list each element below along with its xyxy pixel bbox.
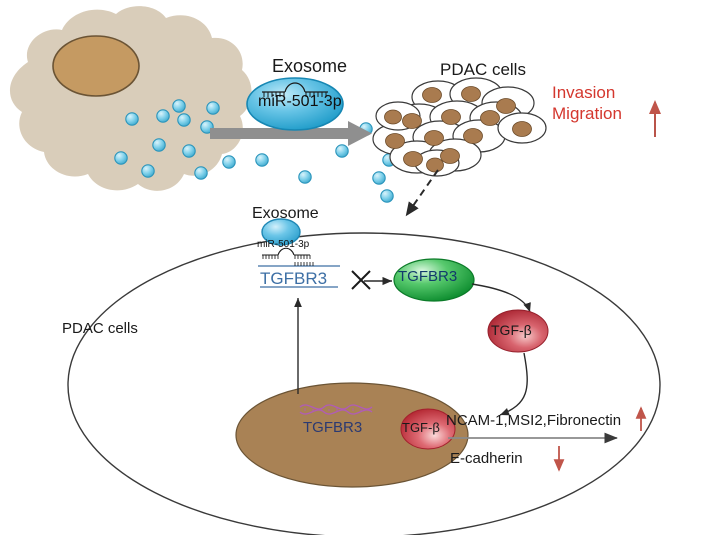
exosome-top-cargo-label: miR-501-3p [258,93,342,110]
pdac-cell-label: PDAC cells [62,320,138,337]
upregulated-markers-label: NCAM-1,MSI2,Fibronectin [446,412,622,429]
tgfb-nucleus-label: TGF-β [402,420,440,435]
pdac-cluster-nuclei [384,86,532,173]
tgfb-protein-upper [487,309,549,353]
mirna-hairpin-icon [262,247,311,259]
exosome-top [246,77,344,131]
cell-nucleus [235,382,469,488]
tgfbr3-protein [393,258,475,302]
invasion-label: Invasion [552,83,616,102]
tgfbr3-to-tgfb-arrow [471,283,531,313]
tgfb-protein-nucleus [400,408,456,450]
invasion-migration-label: Invasion Migration [552,82,622,124]
tgfbr3-protein-label: TGFBR3 [398,268,458,285]
donor-nucleus [52,35,140,97]
uptake-dashed-arrow [405,169,439,217]
pdac-cluster-label: PDAC cells [440,60,526,79]
exosome-at-membrane [261,218,301,246]
tgfbr3-gene-label: TGFBR3 [303,419,363,436]
donor-cell [9,6,252,191]
transfer-arrow [210,121,372,146]
exosome-top-label: Exosome [272,56,348,76]
migration-label: Migration [552,104,622,123]
tgfbr3-mrna-duplex [258,262,340,288]
dna-helix-icon [299,404,373,415]
exosome-cell-cargo-label: miR-501-3p [257,239,310,250]
downregulated-marker-label: E-cadherin [450,450,523,467]
tgfbr3-mrna-label: TGFBR3 [260,269,328,288]
tgfb-upper-label: TGF-β [491,322,532,338]
exosome-cell-label: Exosome [252,205,319,222]
tgfb-to-downstream-arrow [499,352,528,416]
inhibition-mark-icon [351,270,371,290]
